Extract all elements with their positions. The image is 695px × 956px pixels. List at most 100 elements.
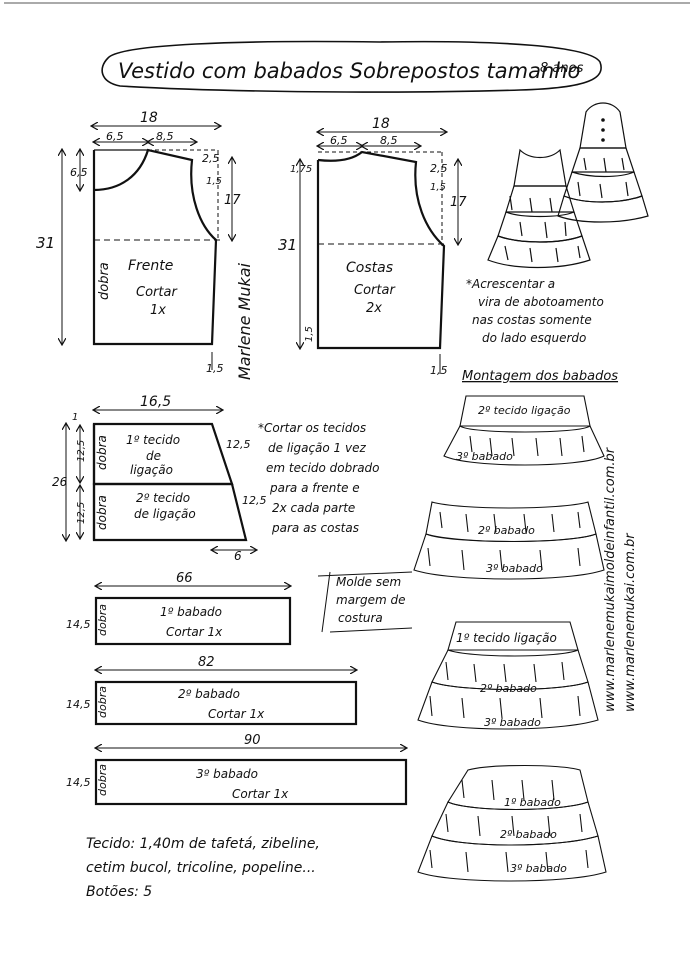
title-text: Vestido com babados Sobrepostos tamanho [118, 59, 580, 83]
back-shoulder-drop: 2,5 [430, 162, 448, 175]
dress-front-illustration [487, 148, 591, 269]
ruffle-1-name: 1º babado [160, 605, 222, 619]
ruffle-3-name: 3º babado [196, 767, 258, 781]
back-armhole-offset: 1,5 [430, 182, 446, 193]
assembly-title: Montagem dos babados [462, 369, 618, 384]
assembly-label: 2º babado [500, 828, 557, 841]
yoke-label-1c: ligação [130, 463, 173, 477]
materials-line: cetim bucol, tricoline, popeline... [86, 860, 316, 876]
ruffle-3-pattern: 90 14,5 dobra 3º babado Cortar 1x [66, 733, 406, 806]
yoke-pieces-pattern: 16,5 1 12,5 12,5 26 12,5 12,5 6 dobra do… [52, 394, 267, 563]
ruffle-3-cut: Cortar 1x [232, 787, 289, 801]
front-cut-word: Cortar [136, 285, 178, 300]
yoke-top-offset: 1 [72, 412, 78, 423]
yoke-height-1: 12,5 [76, 440, 87, 462]
yoke-note-line: para a frente e [269, 481, 360, 495]
front-shoulder-width: 8,5 [156, 130, 174, 143]
yoke-note: *Cortar os tecidos de ligação 1 vez em t… [258, 421, 380, 535]
yoke-note-line: em tecido dobrado [266, 461, 380, 475]
assembly-step-3: 1º tecido ligação 2º babado 3º babado [417, 621, 599, 730]
front-fold-label: dobra [97, 262, 112, 300]
website-url-2: www.marlenemukai.com.br [623, 532, 638, 712]
title-size: 8 anos [540, 61, 584, 76]
yoke-label-2b: de ligação [134, 507, 196, 521]
assembly-label: 3º babado [456, 450, 513, 463]
front-armhole-depth: 17 [224, 193, 241, 208]
materials-note: Tecido: 1,40m de tafetá, zibeline, cetim… [86, 836, 320, 900]
signature: Marlene Mukai [235, 262, 254, 380]
yoke-fold-2: dobra [95, 495, 109, 530]
back-hem-offset: 1,5 [430, 364, 448, 377]
yoke-label-1a: 1º tecido [126, 433, 180, 447]
ruffle-assembly: Montagem dos babados 2º tecido ligação 3… [413, 369, 618, 882]
back-note: *Acrescentar a vira de abotoamento nas c… [466, 277, 604, 345]
back-cut-count: 2x [366, 301, 382, 316]
assembly-label: 2º babado [478, 524, 535, 537]
ruffle-3-height: 14,5 [66, 776, 91, 789]
back-neck-width: 6,5 [330, 134, 348, 147]
yoke-side-2: 12,5 [242, 494, 267, 507]
yoke-note-line: de ligação 1 vez [268, 441, 366, 455]
front-piece-label: Frente [128, 258, 173, 274]
yoke-flare: 6 [234, 549, 242, 563]
ruffle-1-cut: Cortar 1x [166, 625, 223, 639]
front-hem-offset: 1,5 [206, 362, 224, 375]
back-width: 18 [372, 116, 390, 132]
back-note-line: do lado esquerdo [482, 331, 586, 345]
seam-note-line: margem de [336, 593, 405, 607]
yoke-width: 16,5 [140, 394, 171, 410]
assembly-label: 3º babado [510, 862, 567, 875]
ruffle-3-fold: dobra [96, 764, 109, 796]
yoke-label-2a: 2º tecido [136, 491, 190, 505]
assembly-step-1: 2º tecido ligação 3º babado [443, 395, 605, 466]
ruffle-1-fold: dobra [96, 604, 109, 636]
assembly-label: 3º babado [484, 716, 541, 729]
yoke-note-line: para as costas [271, 521, 359, 535]
seam-allowance-note: Molde sem margem de costura [317, 571, 413, 633]
assembly-step-4: 1º babado 2º babado 3º babado [417, 764, 607, 882]
back-note-line: vira de abotoamento [478, 295, 604, 309]
dress-back-illustration [557, 102, 649, 223]
assembly-step-2: 2º babado 3º babado [413, 501, 605, 580]
yoke-label-1b: de [146, 449, 161, 463]
yoke-side-1: 12,5 [226, 438, 251, 451]
back-shoulder-width: 8,5 [380, 134, 398, 147]
ruffle-2-height: 14,5 [66, 698, 91, 711]
ruffle-2-fold: dobra [96, 686, 109, 718]
yoke-note-line: 2x cada parte [272, 501, 355, 515]
yoke-note-line: *Cortar os tecidos [258, 421, 366, 435]
ruffle-2-cut: Cortar 1x [208, 707, 265, 721]
ruffle-3-width: 90 [244, 733, 261, 748]
front-neck-depth: 6,5 [70, 166, 88, 179]
ruffle-2-name: 2º babado [178, 687, 240, 701]
front-shoulder-drop: 2,5 [202, 152, 220, 165]
front-bodice-pattern: 18 6,5 8,5 2,5 1,5 6,5 17 31 1,5 dobra F… [36, 110, 241, 375]
assembly-label: 1º tecido ligação [456, 631, 557, 645]
back-piece-label: Costas [346, 260, 393, 276]
back-length: 31 [278, 236, 297, 254]
front-length: 31 [36, 234, 55, 252]
yoke-fold-1: dobra [95, 435, 109, 470]
assembly-label: 1º babado [504, 796, 561, 809]
front-armhole-offset: 1,5 [206, 176, 222, 187]
materials-line: Botões: 5 [86, 884, 152, 900]
front-width: 18 [140, 110, 158, 126]
assembly-label: 3º babado [486, 562, 543, 575]
back-armhole-depth: 17 [450, 195, 467, 210]
seam-note-line: Molde sem [336, 575, 401, 589]
back-cut-word: Cortar [354, 283, 396, 298]
back-neck-depth: 1,75 [290, 164, 312, 175]
assembly-label: 2º babado [480, 682, 537, 695]
website-url-1: www.marlenemukaimoldeinfantil.com.br [603, 446, 618, 712]
back-side-offset: 1,5 [304, 326, 315, 342]
seam-note-line: costura [338, 611, 383, 625]
back-note-line: nas costas somente [472, 313, 592, 327]
back-bodice-pattern: 18 6,5 8,5 2,5 1,5 1,75 17 31 1,5 1,5 Co… [278, 116, 467, 377]
materials-line: Tecido: 1,40m de tafetá, zibeline, [86, 836, 320, 852]
ruffle-2-pattern: 82 14,5 dobra 2º babado Cortar 1x [66, 655, 356, 726]
ruffle-1-width: 66 [176, 571, 193, 586]
back-note-line: *Acrescentar a [466, 277, 555, 291]
yoke-height-2: 12,5 [76, 502, 87, 524]
assembly-label: 2º tecido ligação [478, 404, 571, 417]
